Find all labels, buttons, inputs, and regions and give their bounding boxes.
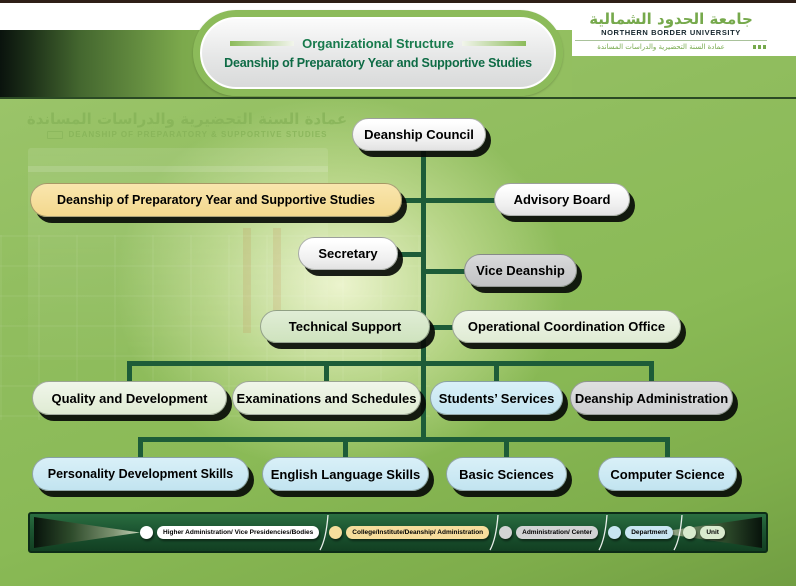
node-english-language-skills: English Language Skills xyxy=(262,457,429,491)
logo-mark-icon xyxy=(753,44,767,49)
university-logo: جامعة الحدود الشمالية NORTHERN BORDER UN… xyxy=(575,11,767,51)
title-capsule: Organizational Structure Deanship of Pre… xyxy=(193,10,563,96)
watermark-english: DEANSHIP OF PREPARATORY & SUPPORTIVE STU… xyxy=(68,130,328,139)
building-roof xyxy=(28,166,328,172)
legend-bar: Higher Administration/ Vice Presidencies… xyxy=(28,512,768,553)
legend-dot-green-icon xyxy=(683,526,697,539)
title-dash-right xyxy=(461,41,526,46)
legend-separator xyxy=(319,514,329,551)
node-basic-sciences: Basic Sciences xyxy=(446,457,567,491)
legend-label: Administration/ Center xyxy=(516,526,599,539)
top-border xyxy=(0,0,796,3)
connector-drop xyxy=(494,361,499,383)
building-window xyxy=(273,228,281,333)
logo-arabic-subtitle: عمادة السنة التحضيرية والدراسات المساندة xyxy=(597,42,725,51)
node-quality-and-development: Quality and Development xyxy=(32,381,227,415)
logo-english-title: NORTHERN BORDER UNIVERSITY xyxy=(575,28,767,41)
node-secretary: Secretary xyxy=(298,237,398,270)
node-deanship-preparatory: Deanship of Preparatory Year and Support… xyxy=(30,183,402,217)
page-title: Organizational Structure xyxy=(302,36,454,51)
connector-drop xyxy=(649,361,654,383)
connector-bus-row5 xyxy=(127,361,654,366)
connector-row4 xyxy=(426,325,456,330)
page-subtitle: Deanship of Preparatory Year and Support… xyxy=(224,56,532,70)
connector-vice-deanship xyxy=(421,269,468,274)
connector-secretary xyxy=(394,252,426,257)
node-deanship-council: Deanship Council xyxy=(352,118,486,151)
logo-arabic-title: جامعة الحدود الشمالية xyxy=(589,10,753,28)
legend-dot-blue-icon xyxy=(608,526,622,539)
connector-drop xyxy=(343,437,348,459)
node-computer-science: Computer Science xyxy=(598,457,737,491)
connector-drop xyxy=(665,437,670,459)
node-examinations-and-schedules: Examinations and Schedules xyxy=(232,381,421,415)
node-personality-development-skills: Personality Development Skills xyxy=(32,457,249,491)
node-technical-support: Technical Support xyxy=(260,310,430,343)
connector-row2 xyxy=(398,198,498,203)
connector-drop xyxy=(138,437,143,459)
legend-item-administration-center: Administration/ Center xyxy=(499,526,599,539)
header-divider-line xyxy=(0,97,796,99)
node-deanship-administration: Deanship Administration xyxy=(570,381,733,415)
legend-separator xyxy=(489,514,499,551)
legend-dot-gray-icon xyxy=(499,526,513,539)
legend-separator xyxy=(673,514,683,551)
watermark: عمادة السنة التحضيرية والدراسات المساندة… xyxy=(26,110,348,139)
node-operational-coordination-office: Operational Coordination Office xyxy=(452,310,681,343)
node-students-services: Students’ Services xyxy=(430,381,563,415)
legend-label: Higher Administration/ Vice Presidencies… xyxy=(157,526,320,539)
title-dash-left xyxy=(230,41,295,46)
legend-item-higher-administration: Higher Administration/ Vice Presidencies… xyxy=(140,526,320,539)
legend-item-department: Department xyxy=(608,526,674,539)
building-window xyxy=(243,228,251,333)
watermark-mark-icon xyxy=(46,130,63,139)
connector-drop xyxy=(127,361,132,383)
connector-drop xyxy=(324,361,329,383)
connector-drop xyxy=(504,437,509,459)
legend-label: Unit xyxy=(700,526,725,539)
legend-dot-yellow-icon xyxy=(329,526,343,539)
node-vice-deanship: Vice Deanship xyxy=(464,254,577,287)
legend-item-college-institute-deanship: College/Institute/Deanship/ Administrati… xyxy=(329,526,490,539)
legend-label: College/Institute/Deanship/ Administrati… xyxy=(346,526,490,539)
legend-label: Department xyxy=(625,526,674,539)
connector-bus-row6 xyxy=(138,437,670,442)
legend-arrow-left-icon xyxy=(34,517,140,548)
legend-dot-white-icon xyxy=(140,526,153,539)
connector-trunk xyxy=(421,150,426,441)
legend-item-unit: Unit xyxy=(683,526,725,539)
legend-separator xyxy=(598,514,608,551)
legend-items: Higher Administration/ Vice Presidencies… xyxy=(140,514,725,551)
watermark-arabic: عمادة السنة التحضيرية والدراسات المساندة xyxy=(26,110,348,128)
node-advisory-board: Advisory Board xyxy=(494,183,630,216)
